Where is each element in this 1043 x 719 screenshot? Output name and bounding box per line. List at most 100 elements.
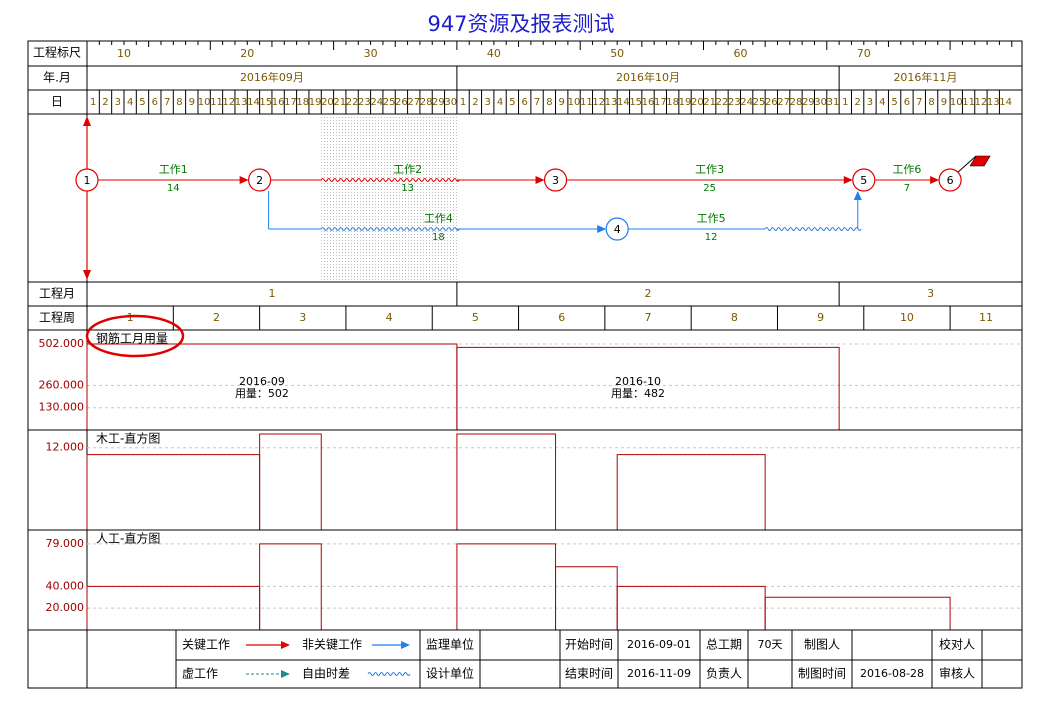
- outer-frame: [27, 40, 1023, 689]
- day-label: 8: [176, 97, 182, 108]
- day-label: 21: [703, 97, 716, 108]
- project-week-cell: 2: [213, 311, 220, 324]
- legend-float-label: 自由时差: [302, 667, 350, 681]
- finish-flag-icon: [969, 155, 991, 167]
- day-label: 7: [916, 97, 922, 108]
- y-tick-label: 130.000: [39, 401, 85, 414]
- start-time-label: 开始时间: [565, 638, 613, 652]
- y-tick-label: 502.000: [39, 337, 85, 350]
- node-label: 1: [84, 174, 91, 187]
- project-week-label: 工程周: [39, 310, 75, 325]
- panel-title: 人工-直方图: [96, 531, 160, 546]
- y-tick-label: 260.000: [39, 378, 85, 391]
- activity-duration: 18: [432, 232, 445, 243]
- panel-title: 木工-直方图: [96, 431, 160, 446]
- day-label: 15: [629, 97, 642, 108]
- day-label: 5: [891, 97, 897, 108]
- scale-tick-label: 50: [610, 47, 624, 60]
- day-label: 5: [139, 97, 145, 108]
- bar-amount-label: 用量：502: [235, 387, 289, 400]
- node-6: [938, 168, 962, 192]
- day-label: 2: [472, 97, 478, 108]
- day-label: 3: [115, 97, 121, 108]
- day-label: 12: [222, 97, 235, 108]
- draw-time-label: 制图时间: [798, 667, 846, 681]
- end-time-label: 结束时间: [565, 667, 613, 681]
- day-label: 30: [444, 97, 457, 108]
- project-month-label: 工程月: [39, 286, 75, 301]
- histogram-bar: [616, 454, 766, 530]
- node-label: 3: [552, 174, 559, 187]
- drawer-label: 制图人: [804, 638, 840, 652]
- activity-name: 工作5: [697, 212, 726, 225]
- day-label: 28: [420, 97, 433, 108]
- node-label: 5: [860, 174, 867, 187]
- designer-label: 设计单位: [426, 666, 474, 681]
- day-label: 20: [691, 97, 704, 108]
- legend-critical-label: 关键工作: [182, 638, 230, 652]
- day-label: 1: [90, 97, 96, 108]
- day-label: 18: [296, 97, 309, 108]
- project-week-cell: 10: [900, 311, 914, 324]
- y-tick-label: 79.000: [46, 537, 85, 550]
- project-month-cell: 3: [927, 287, 934, 300]
- arrow-head-icon: [930, 176, 940, 184]
- day-label: 27: [407, 97, 420, 108]
- node-5: [852, 168, 876, 192]
- total-duration-value: 70天: [758, 638, 783, 651]
- activity-name: 工作2: [393, 163, 422, 176]
- draw-time-value: 2016-08-28: [860, 667, 924, 680]
- project-month-cell: 1: [268, 287, 275, 300]
- reviewer-label: 审核人: [939, 666, 975, 681]
- day-label: 26: [395, 97, 408, 108]
- month-label: 2016年11月: [893, 70, 957, 84]
- day-label: 17: [284, 97, 297, 108]
- arrow-head-icon: [239, 176, 249, 184]
- day-label: 11: [962, 97, 975, 108]
- owner-label: 负责人: [706, 667, 742, 681]
- node-2: [248, 168, 272, 192]
- day-label: 7: [534, 97, 540, 108]
- day-label: 14: [999, 97, 1012, 108]
- histogram-bar: [259, 433, 322, 530]
- day-label: 20: [321, 97, 334, 108]
- day-label: 1: [460, 97, 466, 108]
- day-label: 2: [102, 97, 108, 108]
- day-label: 29: [802, 97, 815, 108]
- day-label: 16: [272, 97, 285, 108]
- project-week-cell: 8: [731, 311, 738, 324]
- activity-name: 工作4: [424, 212, 453, 225]
- bar-month-label: 2016-09: [239, 375, 285, 388]
- activity-duration: 12: [705, 232, 718, 243]
- histogram-bar: [456, 433, 557, 530]
- day-label: 1: [842, 97, 848, 108]
- month-label: 2016年10月: [616, 70, 680, 84]
- day-label: 10: [568, 97, 581, 108]
- arrow-head-icon: [535, 176, 545, 184]
- day-label: 26: [765, 97, 778, 108]
- day-label: 14: [617, 97, 630, 108]
- day-label: 6: [152, 97, 158, 108]
- day-label: 30: [814, 97, 827, 108]
- day-label: 23: [728, 97, 741, 108]
- arrow-up-icon: [83, 116, 91, 126]
- day-label: 2: [854, 97, 860, 108]
- histogram-bar: [555, 566, 618, 630]
- free-float-wave: [320, 178, 460, 182]
- day-label: 11: [580, 97, 593, 108]
- project-week-cell: 1: [127, 311, 134, 324]
- arrow-down-icon: [83, 270, 91, 280]
- project-month-cell: 2: [645, 287, 652, 300]
- project-week-cell: 4: [386, 311, 393, 324]
- day-label: 17: [654, 97, 667, 108]
- day-label: 7: [164, 97, 170, 108]
- activity-name: 工作3: [695, 163, 724, 176]
- month-row-label: 年.月: [43, 71, 71, 85]
- day-label: 21: [333, 97, 346, 108]
- free-float-wave: [320, 227, 460, 231]
- project-week-cell: 9: [817, 311, 824, 324]
- day-label: 13: [235, 97, 248, 108]
- day-label: 15: [259, 97, 272, 108]
- highlight-circle: [85, 314, 185, 358]
- day-label: 18: [666, 97, 679, 108]
